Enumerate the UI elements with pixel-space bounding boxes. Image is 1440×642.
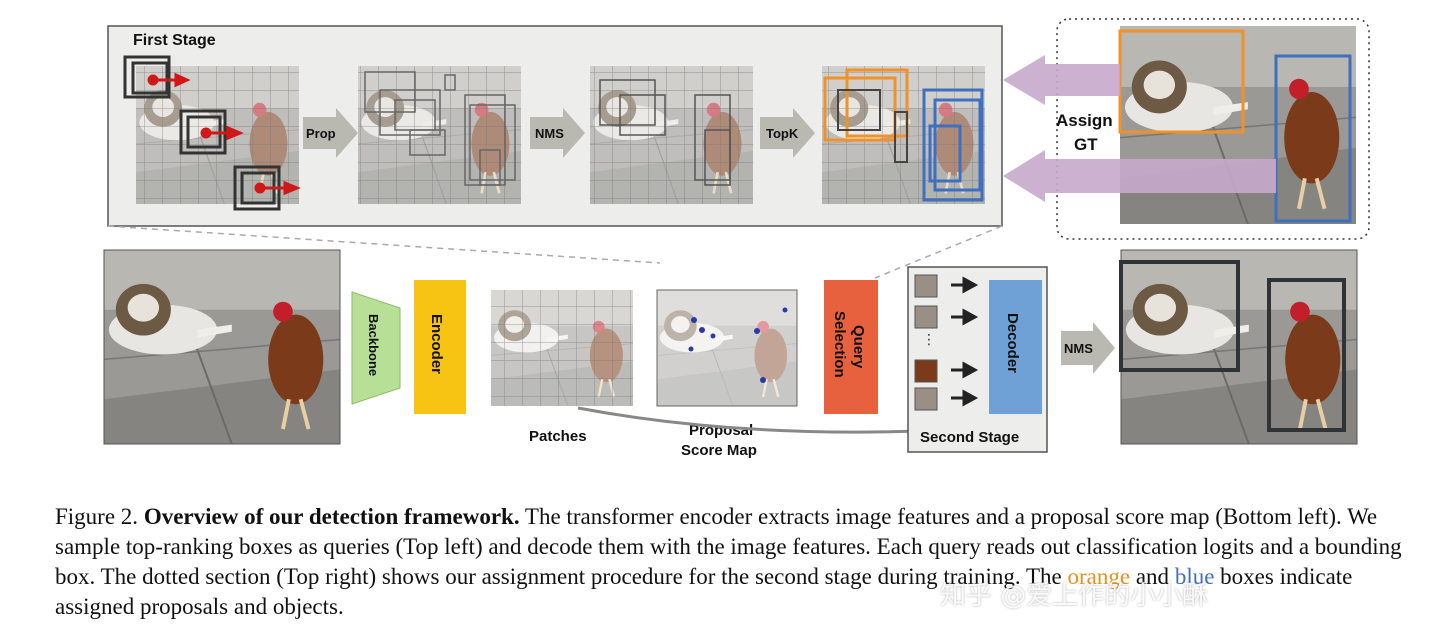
- query-selection-block: [824, 280, 878, 414]
- prop-label: Prop: [306, 126, 336, 141]
- decoder-block: [989, 280, 1042, 414]
- query-arrows: [951, 276, 979, 407]
- encoder-label: Encoder: [428, 314, 445, 374]
- caption-title: Overview of our detection framework.: [143, 504, 520, 529]
- assign-gt-label-line1: Assign: [1056, 111, 1113, 130]
- gt-image: [1118, 26, 1356, 224]
- assign-gt-panel: [1056, 18, 1370, 240]
- first-stage-image-4: [822, 66, 985, 204]
- first-stage-title: First Stage: [133, 32, 216, 49]
- ellipsis-dots: ⋮: [922, 332, 936, 348]
- patches-image: [491, 290, 633, 406]
- zoom-line-left: [107, 225, 661, 264]
- backbone-block: [351, 291, 401, 405]
- query-selection-label-line2: Selection: [831, 311, 848, 378]
- patches-label: Patches: [529, 428, 587, 445]
- caption-text-2: boxes indicate assigned proposals and ob…: [55, 564, 1353, 619]
- final-nms-label: NMS: [1064, 341, 1093, 356]
- final-nms-arrow: [1061, 322, 1115, 374]
- backbone-label: Backbone: [366, 314, 381, 376]
- topk-arrow: [760, 108, 815, 158]
- red-offset-arrows: [147, 72, 301, 196]
- caption-orange-word: orange: [1067, 564, 1131, 589]
- proposal-score-map-image: [656, 289, 798, 407]
- caption-text-1: The transformer encoder extracts image f…: [55, 504, 1402, 589]
- topk-label: TopK: [766, 126, 799, 141]
- input-image: [103, 249, 341, 445]
- assign-arrow-bottom: [1003, 150, 1276, 202]
- assign-arrow-top: [1003, 55, 1120, 105]
- caption-blue-word: blue: [1174, 564, 1215, 589]
- figure-caption: Figure 2. Overview of our detection fram…: [55, 502, 1415, 622]
- framework-diagram: First Stage Prop NMS: [103, 18, 1370, 459]
- zoom-line-right: [874, 225, 1003, 279]
- first-stage-image-2: [358, 66, 521, 204]
- caption-mid: and: [1130, 564, 1175, 589]
- watermark: 知乎 @爱上作的小小酥: [940, 581, 1209, 611]
- first-stage-image-1: [136, 66, 299, 204]
- caption-figure-number: Figure 2.: [55, 504, 139, 529]
- prop-arrow: [303, 108, 358, 158]
- second-stage-label: Second Stage: [920, 429, 1019, 446]
- encoder-block: [414, 280, 466, 414]
- nms-arrow: [530, 108, 585, 158]
- proposal-score-map-label-line2: Score Map: [681, 442, 757, 459]
- output-image: [1119, 249, 1358, 445]
- query-crops: [914, 274, 938, 411]
- first-stage-image-3: [590, 66, 753, 204]
- decoder-label: Decoder: [1004, 313, 1021, 373]
- query-selection-label-line1: Query: [850, 325, 867, 369]
- nms-label: NMS: [535, 126, 564, 141]
- assign-gt-label-line2: GT: [1074, 135, 1098, 154]
